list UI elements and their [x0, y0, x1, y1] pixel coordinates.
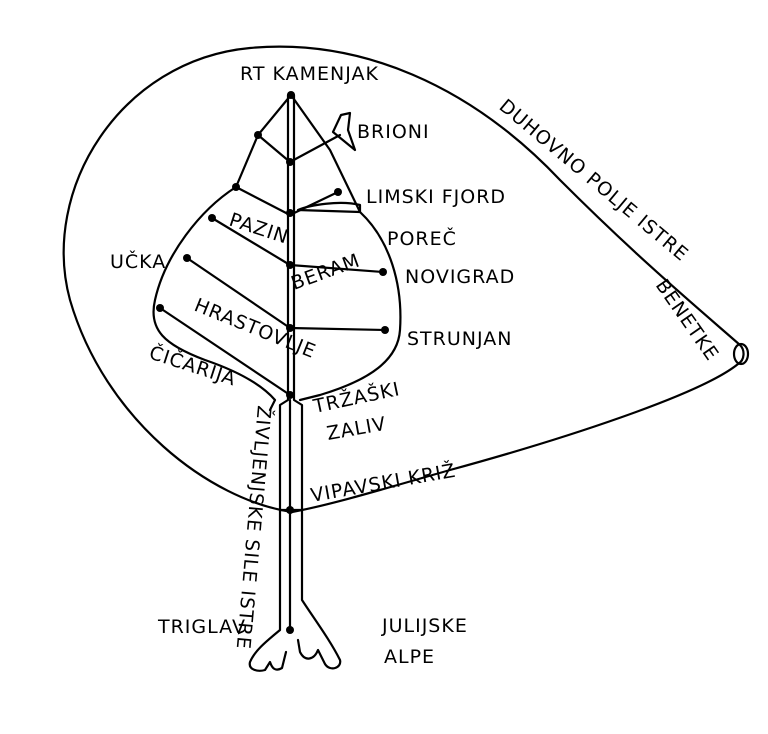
label-trzaski-zaliv-2: ZALIV — [325, 413, 388, 445]
label-beram: BERAM — [288, 249, 363, 294]
node-brioni-left — [254, 131, 262, 139]
node-hrastovlje — [156, 304, 164, 312]
label-strunjan: STRUNJAN — [407, 328, 512, 350]
node-center — [286, 324, 294, 332]
trunk-left — [248, 93, 290, 672]
node-ucka — [183, 254, 191, 262]
label-triglav: TRIGLAV — [157, 616, 246, 638]
label-rt-kamenjak: RT KAMENJAK — [240, 63, 379, 85]
leaf-outline — [152, 93, 293, 412]
label-novigrad: NOVIGRAD — [405, 266, 515, 288]
leaf-outline-right — [289, 93, 402, 402]
label-ucka: UČKA — [110, 249, 166, 273]
node-novigrad — [379, 268, 387, 276]
label-julijske-2: ALPE — [384, 646, 435, 668]
label-porec: POREČ — [387, 226, 457, 250]
label-brioni: BRIONI — [357, 121, 430, 143]
label-cicarija: ČIČARIJA — [146, 340, 239, 391]
node-beram — [286, 261, 294, 269]
node-brioni-mid — [286, 158, 294, 166]
label-pazin: PAZIN — [226, 209, 291, 249]
spiritual-field-outline — [62, 45, 745, 514]
node-limski-mid — [286, 209, 294, 217]
node-limski-left — [232, 183, 240, 191]
vein-hrastovlje — [158, 306, 292, 397]
benetke-marker — [732, 342, 750, 366]
trunk-right — [292, 93, 342, 670]
node-rt-kamenjak — [287, 91, 295, 99]
label-zivljenjske-sile-istre: ŽIVLJENJSKE SILE ISTRE — [232, 405, 276, 651]
node-strunjan — [381, 326, 389, 334]
label-vipavski-kriz: VIPAVSKI KRIŽ — [309, 459, 458, 507]
limski-fjord-inlet — [296, 201, 362, 214]
node-limski-right — [334, 188, 342, 196]
label-julijske-1: JULIJSKE — [381, 615, 468, 637]
node-trunk-base — [286, 391, 294, 399]
node-triglav — [286, 626, 294, 634]
node-pazin — [208, 214, 216, 222]
brioni-marker — [331, 111, 357, 152]
node-vipavski-kriz — [286, 506, 294, 514]
label-limski-fjord: LIMSKI FJORD — [366, 186, 506, 208]
label-duhovno-polje-istre: DUHOVNO POLJE ISTRE — [495, 95, 693, 266]
